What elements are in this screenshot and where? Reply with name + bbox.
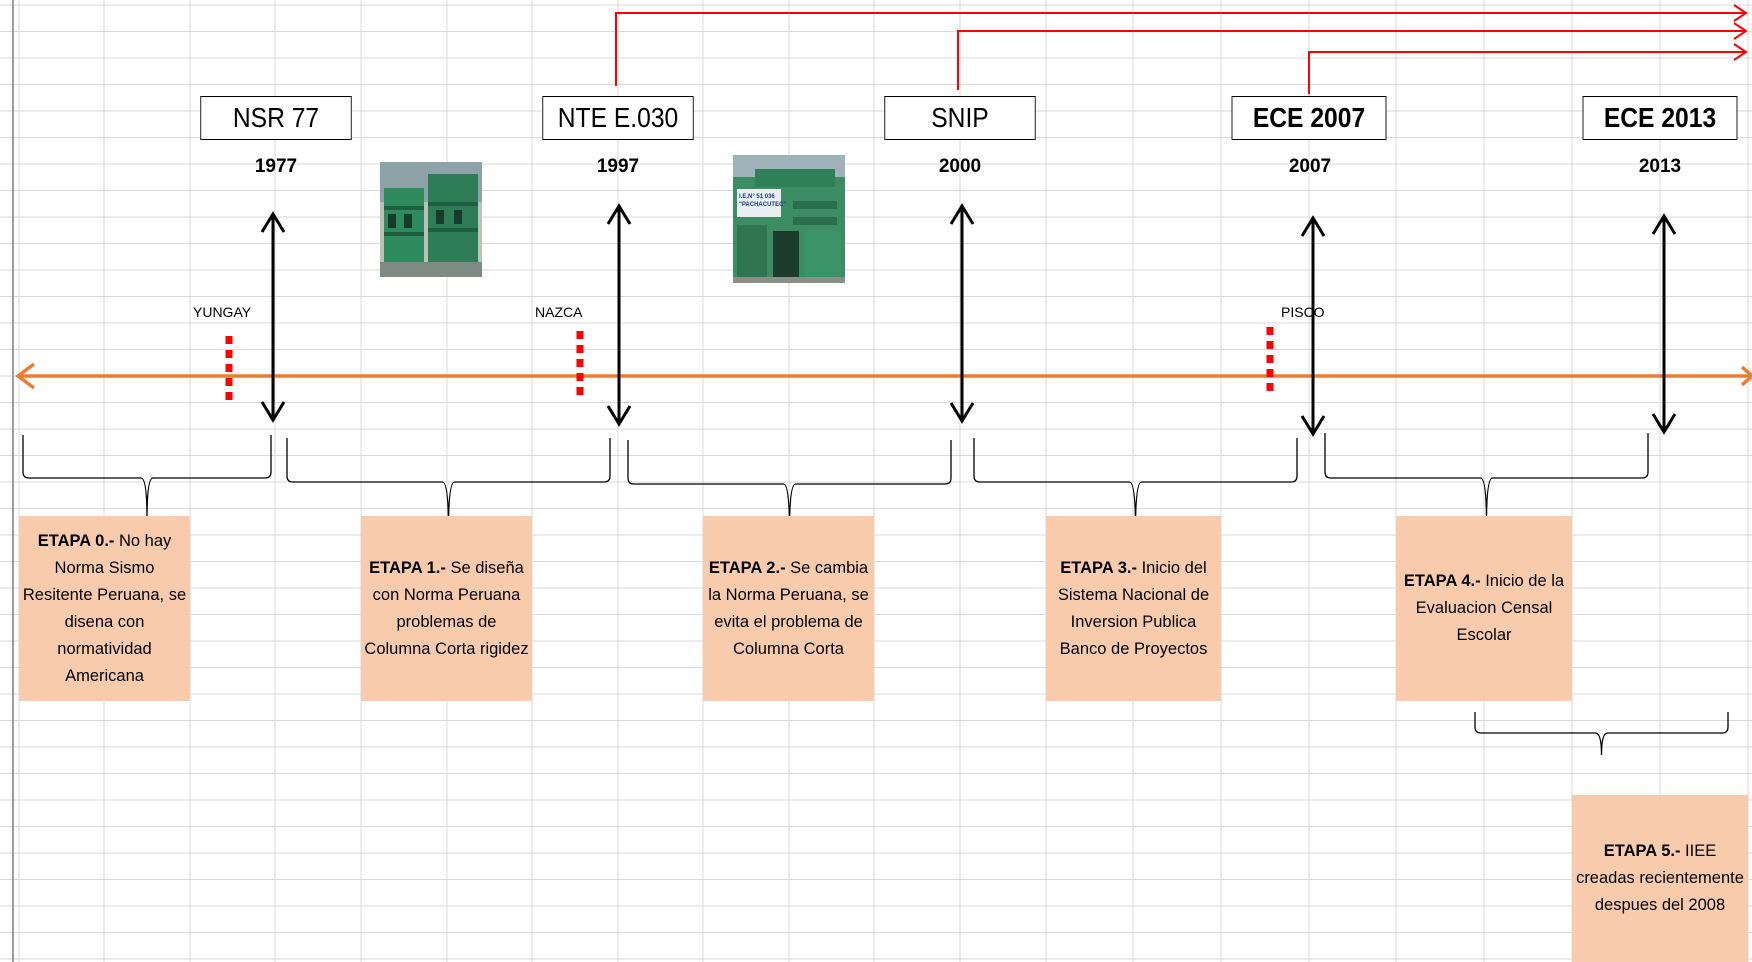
milestone-label: NSR 77: [232, 102, 320, 133]
earthquake-markers: [225, 327, 1274, 402]
milestone-snip-box: SNIP: [884, 96, 1036, 140]
milestone-label: SNIP: [931, 102, 989, 133]
timeline-left-arrowhead: [15, 362, 36, 390]
etapa-title: ETAPA 5.-: [1603, 842, 1681, 860]
building-image: [380, 162, 482, 277]
etapa-title: ETAPA 0.-: [37, 531, 115, 550]
etapa-4-box: ETAPA 4.- Inicio de la Evaluacion Censal…: [1396, 516, 1572, 701]
event-label-yungay: YUNGAY: [193, 304, 252, 320]
milestone-ece2007-box: ECE 2007: [1231, 96, 1387, 140]
etapa-0-box: ETAPA 0.- No hay Norma Sismo Resitente P…: [19, 516, 190, 701]
school-sign-text: I.E.N° 51 036 "PACHACUTEC": [739, 194, 787, 208]
school-building-photo: [380, 162, 482, 277]
etapa-title: ETAPA 4.-: [1403, 572, 1481, 590]
etapa-text: Inicio de la Evaluacion Censal Escolar: [1415, 572, 1565, 644]
event-label-pisco: PISCO: [1281, 304, 1325, 320]
milestone-year: 1997: [596, 156, 640, 177]
etapa-text: IIEE creadas recientemente despues del 2…: [1576, 842, 1744, 914]
milestone-arrowhead-down: [1300, 415, 1326, 437]
milestone-label: ECE 2013: [1603, 102, 1717, 133]
milestone-year: 1977: [254, 156, 298, 177]
etapa-text: Inicio del Sistema Nacional de Inversion…: [1057, 558, 1210, 658]
timeline-axis: [15, 362, 1752, 390]
etapa-text: Se diseña con Norma Peruana problemas de…: [364, 558, 529, 658]
connector-line: [615, 12, 1746, 86]
milestone-year: 2007: [1288, 156, 1332, 177]
milestone-arrowhead-down: [260, 401, 286, 423]
connector-line: [957, 30, 1746, 90]
milestone-label: NTE E.030: [557, 102, 679, 133]
milestone-arrowhead-down: [606, 405, 632, 427]
milestone-year: 2013: [1638, 156, 1682, 177]
etapa-5-box: ETAPA 5.- IIEE creadas recientemente des…: [1572, 795, 1748, 962]
etapa-title: ETAPA 2.-: [708, 558, 786, 577]
etapa-text: No hay Norma Sismo Resitente Peruana, se…: [22, 531, 187, 685]
event-label-nazca: NAZCA: [535, 304, 583, 320]
milestone-nsr77-box: NSR 77: [200, 96, 352, 140]
period-brace: [1324, 433, 1649, 525]
etapa-2-box: ETAPA 2.- Se cambia la Norma Peruana, se…: [703, 516, 874, 701]
etapa-1-box: ETAPA 1.- Se diseña con Norma Peruana pr…: [361, 516, 532, 701]
school-building-photo: I.E.N° 51 036 "PACHACUTEC": [733, 155, 845, 283]
etapa-text: Se cambia la Norma Peruana, se evita el …: [708, 558, 869, 658]
milestone-arrowhead-up: [1651, 213, 1677, 235]
connector-arrowhead: [1733, 22, 1748, 40]
etapa-title: ETAPA 3.-: [1060, 558, 1137, 577]
red-connector-lines: [615, 4, 1748, 94]
milestone-arrowhead-up: [1300, 215, 1326, 237]
milestone-arrowhead-up: [260, 211, 286, 233]
connector-arrowhead: [1733, 4, 1748, 22]
milestone-label: ECE 2007: [1252, 102, 1366, 133]
milestone-year: 2000: [938, 156, 982, 177]
milestone-arrowhead-up: [949, 203, 975, 225]
period-brace: [1474, 712, 1729, 756]
milestone-arrowhead-up: [606, 203, 632, 225]
milestone-ece2013-box: ECE 2013: [1582, 96, 1738, 140]
milestone-arrows: [260, 203, 1677, 437]
etapa-3-box: ETAPA 3.- Inicio del Sistema Nacional de…: [1046, 516, 1221, 701]
period-brace: [22, 435, 272, 520]
timeline-right-arrowhead: [1740, 365, 1752, 387]
building-image: [733, 155, 845, 283]
milestone-arrowhead-down: [1651, 413, 1677, 435]
connector-line: [1308, 51, 1746, 94]
etapa-title: ETAPA 1.-: [369, 558, 446, 577]
milestone-arrowhead-down: [949, 402, 975, 424]
connector-arrowhead: [1733, 43, 1748, 61]
milestone-nte-e030-box: NTE E.030: [542, 96, 694, 140]
